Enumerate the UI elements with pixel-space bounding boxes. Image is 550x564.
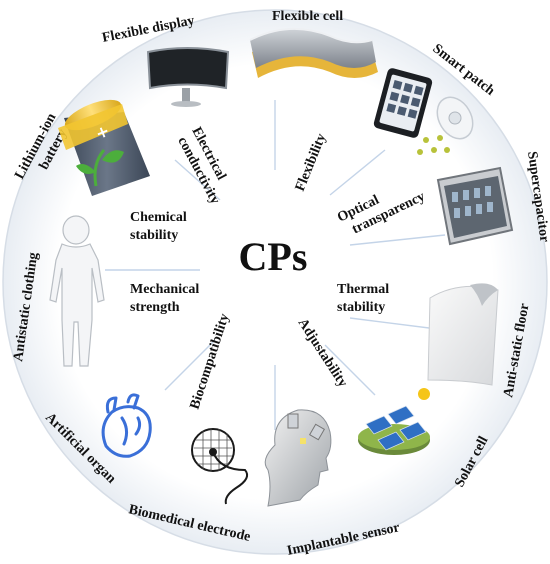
property-chemical-stability: Chemical stability [130,210,190,243]
supercapacitor-icon [436,166,514,246]
floor-sheet-icon [427,283,499,386]
head-sensor-icon [264,409,332,507]
heart-icon [101,393,152,458]
flexible-cell-icon [249,27,378,78]
battery-icon: + [58,99,150,196]
svg-text:+: + [93,121,113,144]
center-label: CPs [239,234,308,279]
property-thermal-stability: Thermal stability [337,282,393,315]
app-flexible-cell: Flexible cell [272,9,343,24]
protective-suit-icon [49,215,105,367]
property-mechanical-strength: Mechanical strength [130,282,203,315]
solar-panel-icon [358,388,430,455]
divider-lines [105,100,446,430]
smart-patch-icon [373,68,474,155]
monitor-icon [146,47,230,107]
electrode-icon [191,428,249,505]
